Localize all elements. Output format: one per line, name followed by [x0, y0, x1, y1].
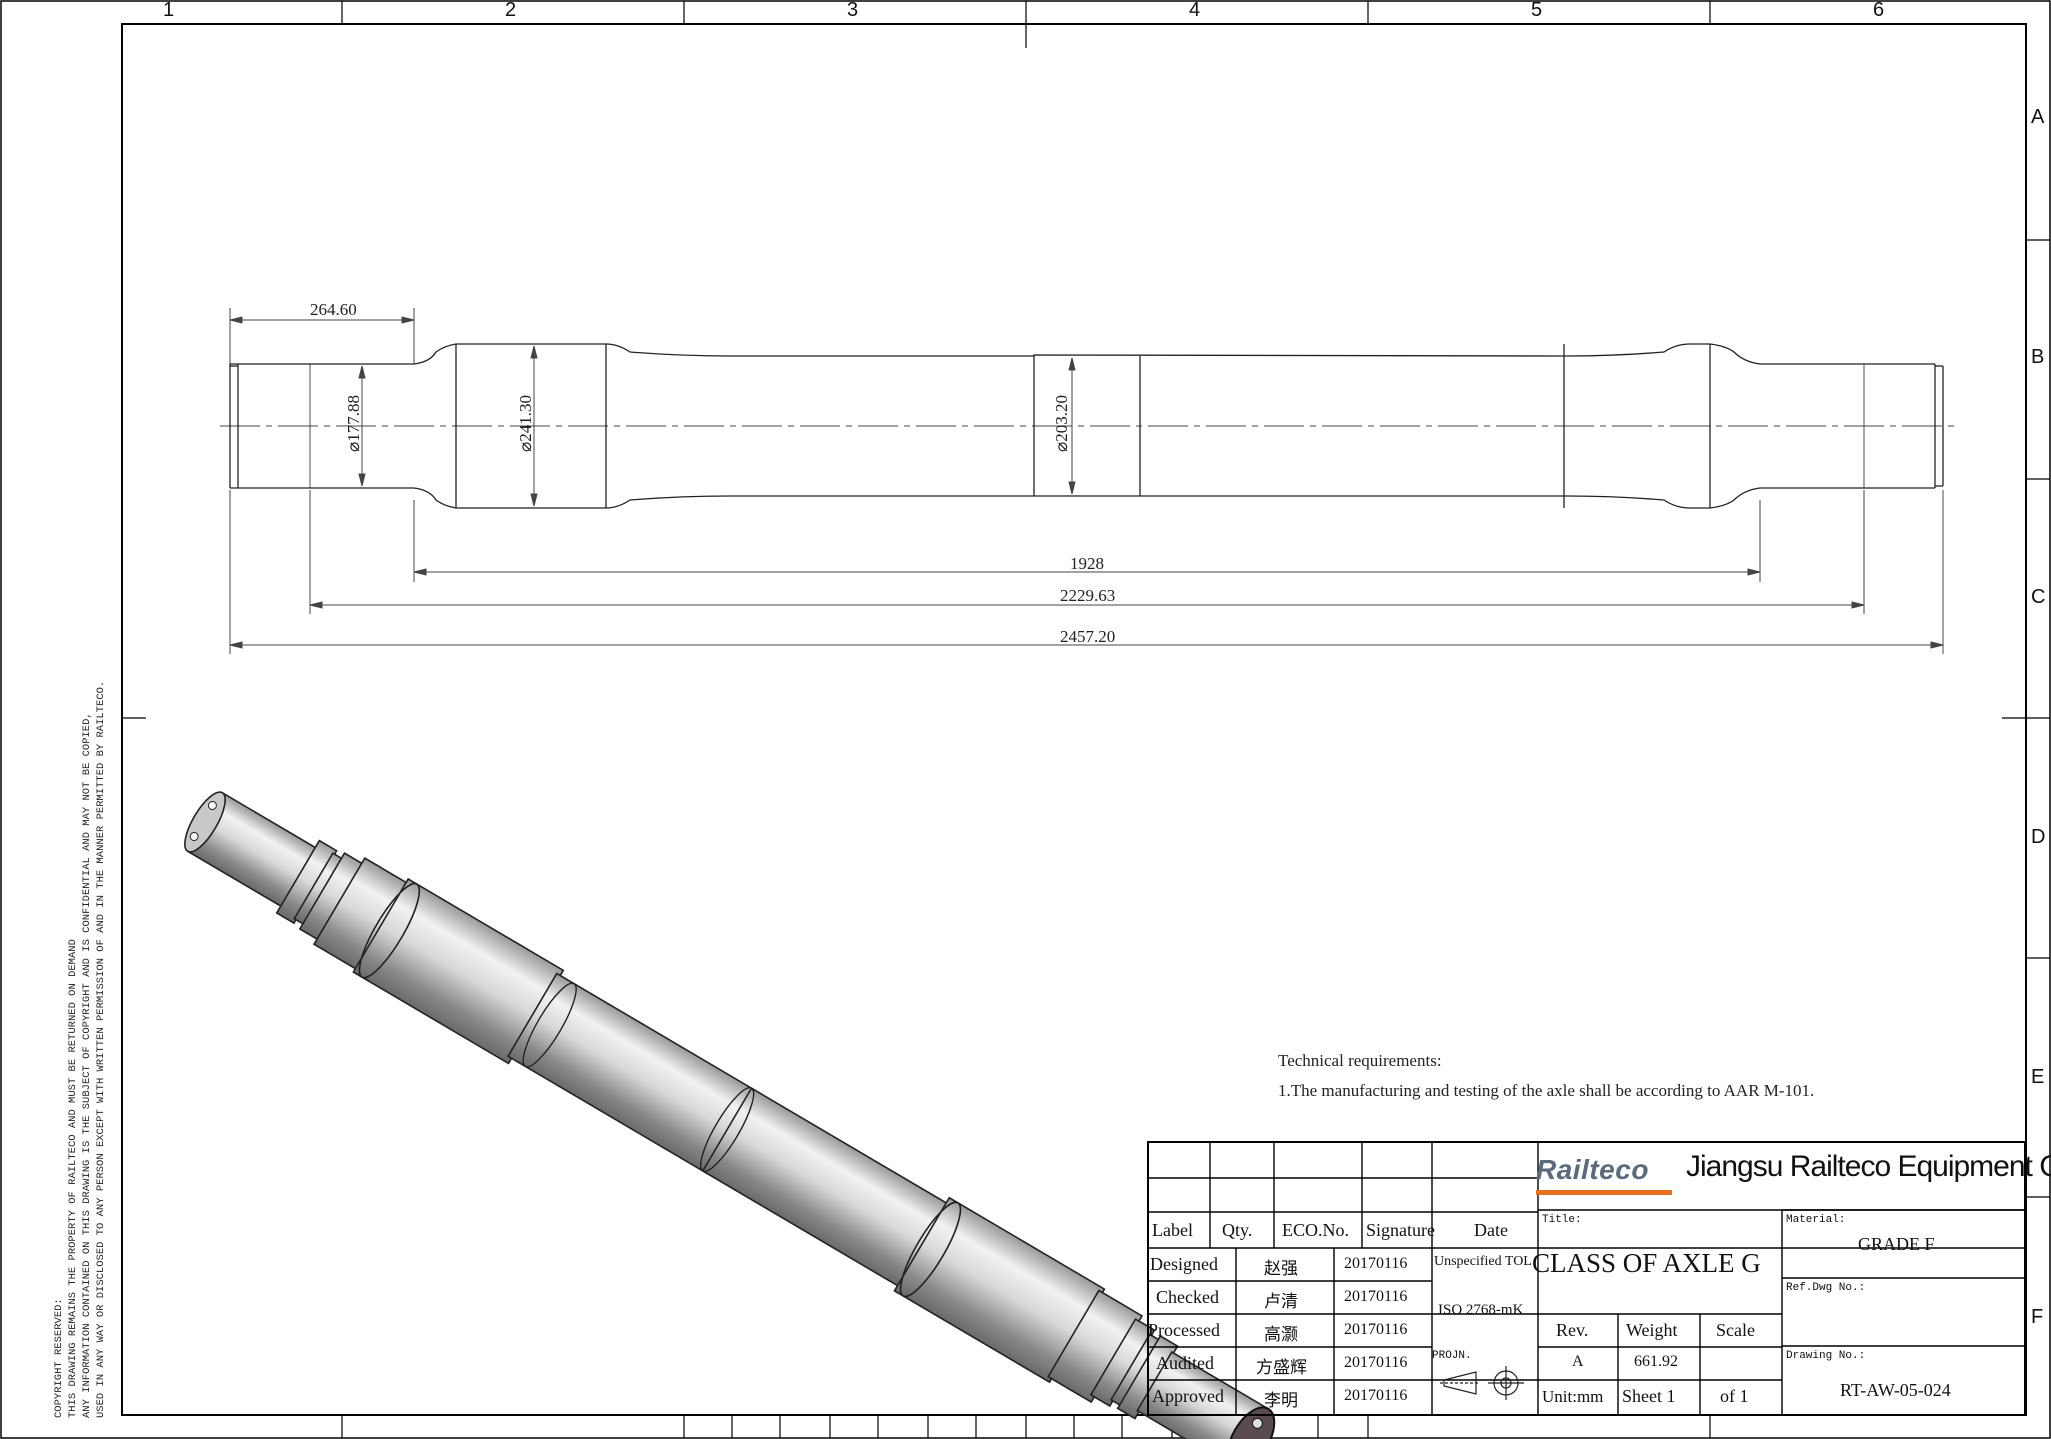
zone-row-b: B [2031, 346, 2045, 368]
tolerance-value: ISO 2768-mK [1438, 1302, 1524, 1318]
title-block: Railteco Jiangsu Railteco Equipment Co.,… [1148, 1142, 2051, 1415]
drawing-no-label: Drawing No.: [1786, 1350, 1866, 1362]
drawing-title: CLASS OF AXLE G [1532, 1248, 1761, 1278]
row-role: Processed [1148, 1320, 1220, 1340]
header-signature: Signature [1366, 1220, 1435, 1240]
row-name: 李明 [1264, 1391, 1298, 1410]
zone-row-f: F [2031, 1306, 2044, 1328]
axle-isometric-view [184, 791, 1276, 1439]
logo-underline [1536, 1190, 1672, 1195]
of-label: of 1 [1720, 1386, 1749, 1406]
axle-outline-bottom [230, 487, 1935, 509]
zone-col-5: 5 [1531, 0, 1543, 21]
dim-between-centers: 2229.63 [1060, 586, 1116, 605]
weight-label: Weight [1626, 1320, 1678, 1340]
row-role: Approved [1152, 1386, 1224, 1406]
header-label: Label [1152, 1220, 1193, 1240]
zone-col-4: 4 [1189, 0, 1201, 21]
tolerance-label: Unspecified TOL [1434, 1254, 1532, 1269]
technical-item-1: 1.The manufacturing and testing of the a… [1278, 1081, 1815, 1100]
zone-row-e: E [2031, 1066, 2045, 1088]
row-name: 高灏 [1264, 1325, 1298, 1344]
technical-requirements: Technical requirements: 1.The manufactur… [1278, 1046, 1814, 1106]
axle-outline-top [230, 343, 1935, 365]
header-eco: ECO.No. [1282, 1220, 1349, 1240]
zone-col-3: 3 [847, 0, 859, 21]
dim-journal-length: 264.60 [310, 300, 357, 319]
row-role: Audited [1156, 1353, 1214, 1373]
projection-symbol-icon [1440, 1366, 1524, 1400]
ref-dwg-label: Ref.Dwg No.: [1786, 1282, 1866, 1294]
copyright-notice: COPYRIGHT RESERVED: THIS DRAWING REMAINS… [53, 680, 107, 1418]
drawing-no-value: RT-AW-05-024 [1840, 1380, 1951, 1400]
zone-col-6: 6 [1873, 0, 1885, 21]
scale-label: Scale [1716, 1320, 1755, 1340]
company-name: Jiangsu Railteco Equipment Co.,LTD [1686, 1150, 2051, 1183]
dim-between-collars: 1928 [1070, 554, 1104, 573]
header-date: Date [1474, 1220, 1508, 1240]
rev-label: Rev. [1556, 1320, 1589, 1340]
axle-side-view [220, 343, 1955, 509]
header-qty: Qty. [1222, 1220, 1253, 1240]
projection-label: PROJN. [1432, 1350, 1472, 1362]
dim-body-dia: ⌀203.20 [1052, 395, 1071, 452]
zone-row-a: A [2031, 106, 2045, 128]
row-date: 20170116 [1344, 1387, 1408, 1404]
weight-value: 661.92 [1634, 1353, 1678, 1370]
row-date: 20170116 [1344, 1288, 1408, 1305]
dim-wheel-seat-dia: ⌀241.30 [516, 395, 535, 452]
row-date: 20170116 [1344, 1255, 1408, 1272]
row-role: Checked [1156, 1287, 1219, 1307]
row-date: 20170116 [1344, 1354, 1408, 1371]
title-label: Title: [1542, 1214, 1582, 1226]
row-name: 赵强 [1264, 1259, 1298, 1278]
zone-col-2: 2 [505, 0, 517, 21]
railteco-logo: Railteco [1536, 1154, 1649, 1185]
dim-journal-dia: ⌀177.88 [344, 395, 363, 452]
row-name: 卢清 [1264, 1292, 1298, 1311]
rev-value: A [1572, 1353, 1584, 1370]
sheet-label: Sheet 1 [1622, 1386, 1676, 1406]
title-block-grid [1147, 1141, 2026, 1416]
row-name: 方盛辉 [1256, 1358, 1307, 1377]
dimension-lines [229, 308, 1944, 654]
zone-col-1: 1 [163, 0, 175, 21]
zone-row-d: D [2031, 826, 2046, 848]
zone-row-c: C [2031, 586, 2046, 608]
row-role: Designed [1150, 1254, 1218, 1274]
row-date: 20170116 [1344, 1321, 1408, 1338]
material-value: GRADE F [1858, 1234, 1935, 1254]
dim-overall-length: 2457.20 [1060, 627, 1116, 646]
unit-label: Unit:mm [1542, 1387, 1604, 1406]
technical-heading: Technical requirements: [1278, 1051, 1442, 1070]
material-label: Material: [1786, 1214, 1846, 1226]
